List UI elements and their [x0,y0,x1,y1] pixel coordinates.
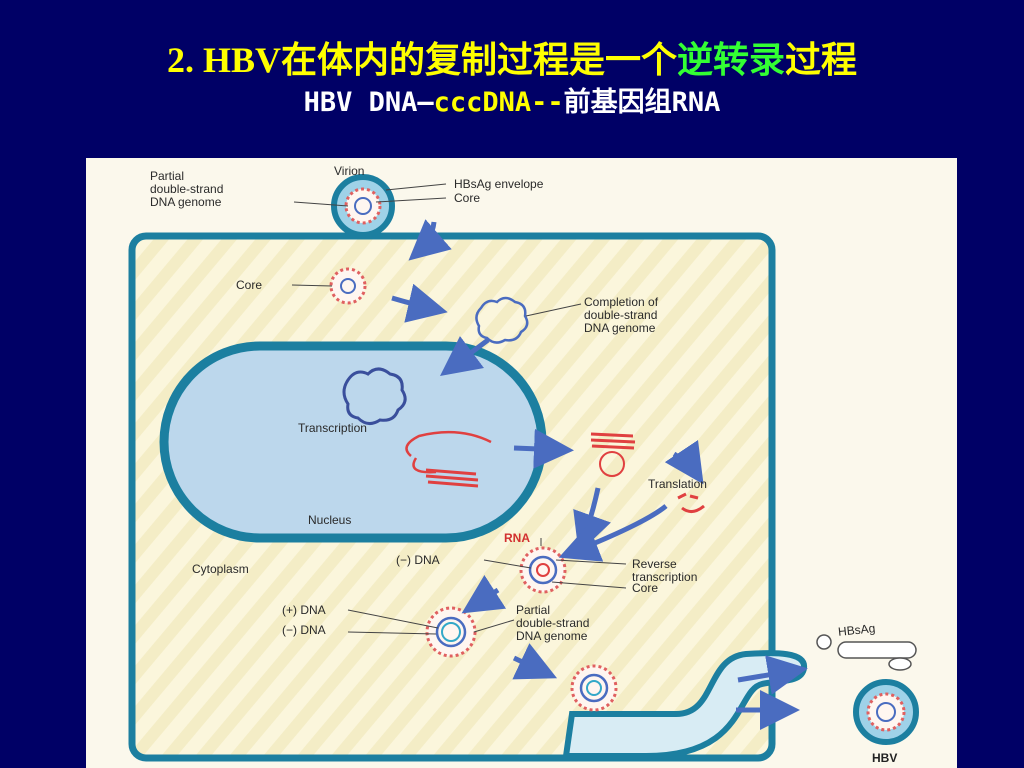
core-entering [329,267,367,305]
label-completion: Completion of double-strand DNA genome [584,295,659,335]
label-hbv: HBV [872,751,898,765]
label-core-entry: Core [236,278,263,292]
released-virion [853,679,919,745]
label-transcription: Transcription [298,421,367,435]
label-plus-dna: (+) DNA [282,603,326,617]
label-reverse-transcription: Reverse transcription [632,557,698,584]
label-partial-genome: Partial double-strand DNA genome [150,169,224,209]
label-minus-dna-2: (−) DNA [282,623,326,637]
title-line-1-part-3: 过程 [785,40,858,80]
label-virion: Virion [334,164,365,178]
released-hbsag [816,634,917,671]
title-line-2-part-3: 前基因组RNA [563,87,721,118]
cccdna-in-nucleus [342,367,407,425]
title-line-1: 2. HBV在体内的复制过程是一个逆转录过程 [0,38,1024,82]
rna-transcripts-nucleus [405,430,492,488]
title-line-2: HBV DNA—cccDNA--前基因组RNA [0,86,1024,120]
label-minus-dna: (−) DNA [396,553,440,567]
hbv-replication-diagram: Partial double-strand DNA genome Virion … [86,158,957,768]
virion [331,174,395,238]
core-partial-dsdna [425,606,477,658]
diagram-graphics [128,174,919,762]
rna-transcripts-cytoplasm [590,432,636,477]
completed-genome [475,296,529,344]
title-line-2-cccdna: cccDNA-- [433,87,564,118]
label-core-rt: Core [632,581,659,595]
label-cytoplasm: Cytoplasm [192,562,249,576]
leader-lines [291,183,627,635]
title-line-1-part-1: 2. HBV在体内的复制过程是一个 [166,40,677,80]
process-arrows [391,219,808,730]
label-rna: RNA [504,531,530,545]
label-translation: Translation [648,477,707,491]
core-reverse-transcription [519,546,567,594]
label-hbsag-envelope: HBsAg envelope [454,177,544,191]
label-partial-genome-2: Partial double-strand DNA genome [516,603,590,643]
translation-products [677,492,705,513]
title-line-2-part-1: HBV DNA— [303,87,434,118]
slide-title: 2. HBV在体内的复制过程是一个逆转录过程 HBV DNA—cccDNA--前… [0,38,1024,120]
title-highlight-reverse-transcription: 逆转录 [676,40,785,80]
label-core-top: Core [454,191,481,205]
label-nucleus: Nucleus [308,513,352,527]
core-in-er [570,664,618,712]
